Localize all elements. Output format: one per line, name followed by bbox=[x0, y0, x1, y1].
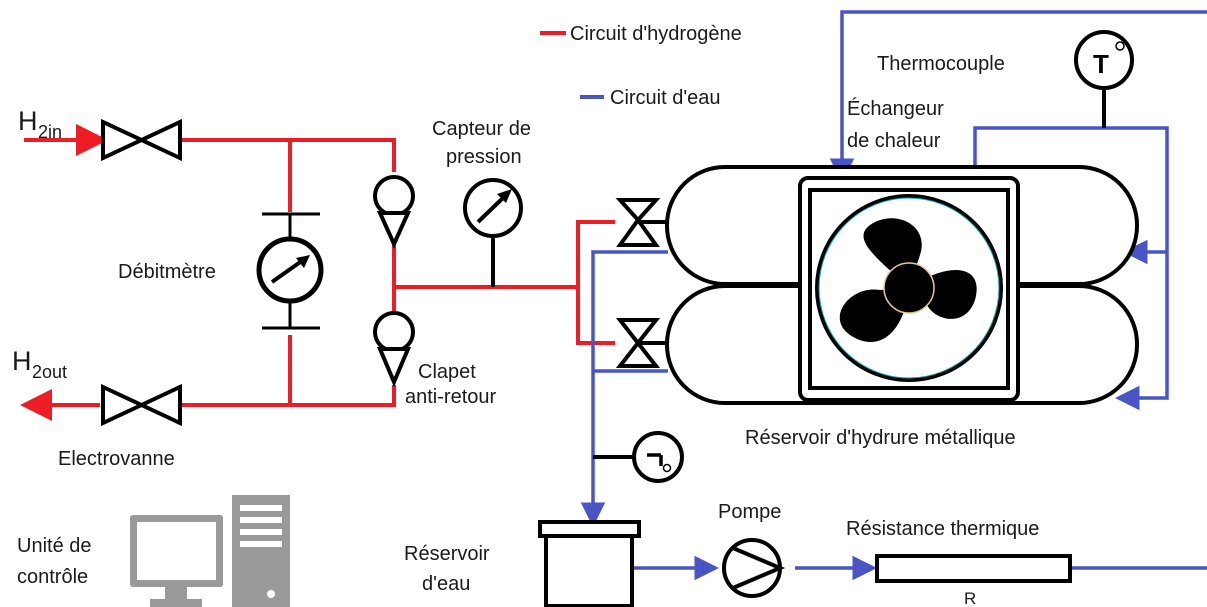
fan-icon bbox=[815, 194, 1003, 382]
heat-exchanger-label-1: Échangeur bbox=[847, 97, 944, 120]
tank-valve-top-icon bbox=[615, 198, 668, 247]
h2-out-sub: 2out bbox=[32, 362, 67, 382]
pump-icon bbox=[722, 538, 786, 598]
h2-in-main: H bbox=[18, 106, 38, 136]
h2-tank-branch bbox=[576, 220, 615, 345]
thermal-resistance-icon bbox=[875, 554, 1072, 583]
thermal-resistance-label: Résistance thermique bbox=[846, 518, 1039, 540]
monitor-icon bbox=[130, 515, 223, 607]
computer-tower-icon bbox=[232, 495, 290, 607]
hydrogen-circuit bbox=[20, 124, 615, 421]
h2-out-label: H 2out bbox=[12, 346, 67, 382]
check-valve-bottom-icon bbox=[373, 311, 415, 388]
pressure-sensor-label-1: Capteur de bbox=[432, 118, 531, 140]
thermocouple-label: Thermocouple bbox=[877, 53, 1005, 75]
resistance-symbol: R bbox=[964, 589, 976, 607]
water-tank-icon bbox=[538, 520, 641, 607]
hydride-tank-label: Réservoir d'hydrure métallique bbox=[745, 427, 1016, 449]
water-drain-line bbox=[580, 250, 668, 527]
h2-in-sub: 2in bbox=[38, 122, 62, 142]
check-valve-top-icon bbox=[373, 175, 415, 249]
check-valve-label-2: anti-retour bbox=[405, 386, 496, 408]
pressure-sensor-icon bbox=[463, 178, 523, 287]
thermocouple-symbol: T bbox=[1093, 49, 1109, 79]
solenoid-valve-icon bbox=[101, 383, 182, 427]
water-tank-label-2: d'eau bbox=[422, 573, 470, 595]
h2-out-main: H bbox=[12, 346, 32, 376]
tank-valve-bottom-icon bbox=[615, 318, 668, 368]
pressure-sensor-label-2: pression bbox=[446, 146, 522, 168]
water-circuit bbox=[580, 10, 1207, 581]
control-unit-label-1: Unité de bbox=[17, 535, 92, 557]
legend-water-label: Circuit d'eau bbox=[610, 87, 721, 109]
water-return-line bbox=[973, 126, 1169, 411]
flowmeter-icon bbox=[256, 212, 324, 330]
water-tank-label-1: Réservoir bbox=[404, 543, 490, 565]
heat-exchanger-label-2: de chaleur bbox=[847, 130, 941, 152]
h2-bottom-line bbox=[182, 385, 396, 407]
pump-label: Pompe bbox=[718, 501, 781, 523]
thermocouple-icon: T bbox=[1074, 30, 1134, 128]
hydride-tanks bbox=[665, 165, 1139, 405]
legend-hydrogen-label: Circuit d'hydrogène bbox=[570, 23, 742, 45]
inlet-valve-icon bbox=[101, 118, 182, 162]
water-temperature-gauge-icon bbox=[593, 431, 684, 483]
water-inlet-line bbox=[829, 10, 1207, 183]
legend: Circuit d'hydrogène Circuit d'eau bbox=[540, 23, 742, 109]
flowmeter-label: Débitmètre bbox=[118, 261, 216, 283]
control-unit-label-2: contrôle bbox=[17, 566, 88, 588]
check-valve-label-1: Clapet bbox=[418, 361, 476, 383]
h2-in-label: H 2in bbox=[18, 106, 62, 142]
h2-top-line bbox=[182, 138, 396, 172]
solenoid-valve-label: Electrovanne bbox=[58, 448, 175, 470]
